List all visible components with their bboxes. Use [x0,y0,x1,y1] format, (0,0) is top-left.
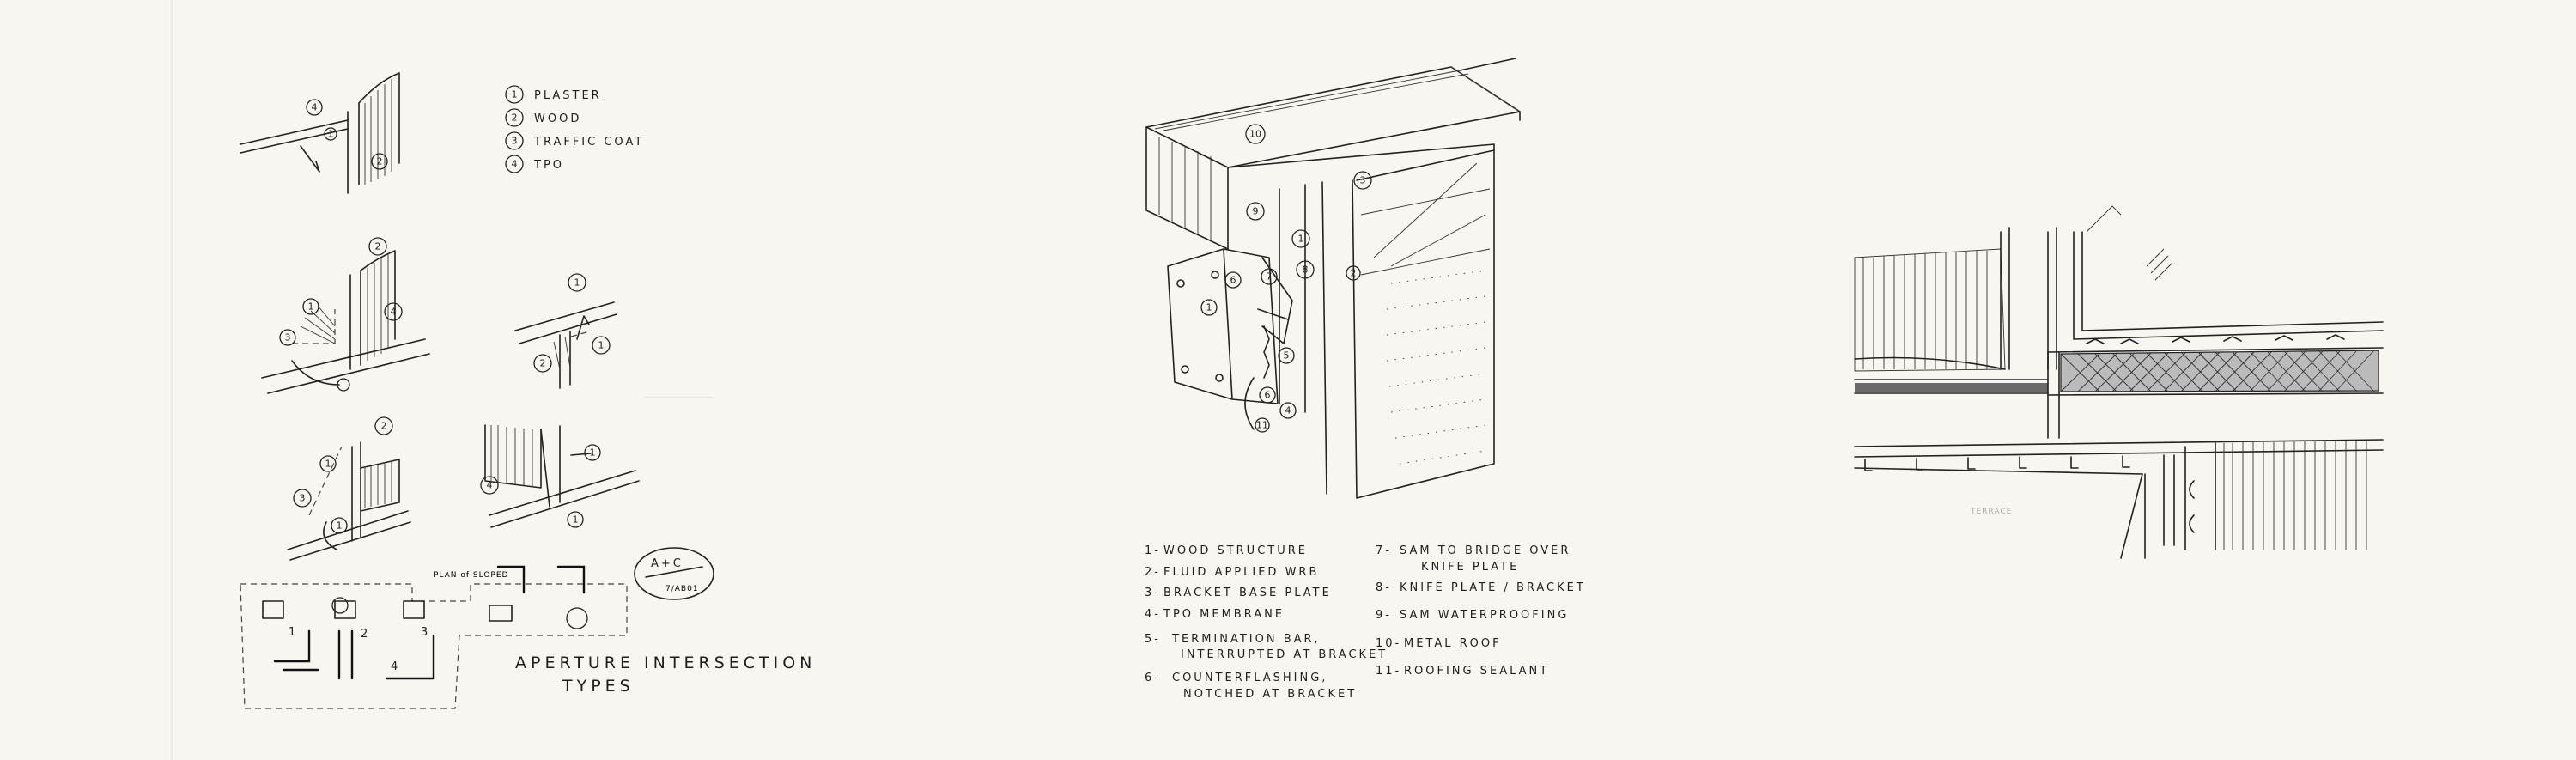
detail-legend-left: 1- WOOD STRUCTURE 2- FLUID APPLIED WRB 3… [1145,544,1388,701]
sketch-num: 3 [285,332,291,344]
sketch-num: 2 [540,358,546,369]
sketch-num: 2 [377,156,383,167]
callout-num: 9 [1253,206,1259,217]
plan-num: 1 [289,626,298,639]
legend-text: TPO MEMBRANE [1163,608,1285,621]
sketch-corner-2: 2 1 3 4 [261,237,430,394]
sketch-num: 3 [300,493,306,504]
legend-text: FLUID APPLIED WRB [1163,566,1319,579]
sketch-num: 1 [328,129,334,140]
sketch-num: 4 [391,307,397,318]
middle-panel: 10 3 9 1 8 2 6 7 1 5 6 4 11 1- WOOD STRU… [1145,58,1586,701]
sketch-num: 1 [598,340,605,351]
legend-text: KNIFE PLATE / BRACKET [1400,581,1586,594]
axonometric-detail: 10 3 9 1 8 2 6 7 1 5 6 4 11 [1145,58,1521,499]
callout-num: 1 [1206,302,1212,313]
sketch-corner-3: 1 1 2 [514,273,617,389]
legend-num: 1- [1145,544,1161,557]
legend-text: COUNTERFLASHING, [1172,672,1327,684]
legend-num: 11- [1376,665,1401,678]
legend-text: INTERRUPTED AT BRACKET [1181,648,1388,661]
legend-text: ROOFING SEALANT [1404,665,1549,678]
legend-text: SAM TO BRIDGE OVER [1400,544,1571,557]
sketch-corner-5: 1 4 1 [480,424,640,528]
reference-stamp: A+C 7/AB01 [634,547,714,600]
callout-num: 8 [1303,264,1309,276]
callout-num: 11 [1256,420,1268,431]
callout-num: 6 [1230,275,1236,286]
sketch-num: 4 [487,480,493,491]
legend-label: PLASTER [534,89,602,102]
legend-num: 4 [512,159,518,170]
callout-num: 5 [1284,350,1290,362]
legend-text: METAL ROOF [1404,637,1502,650]
sketch-num: 2 [375,241,381,252]
legend-label: TRAFFIC COAT [533,136,644,149]
sketch-num: 2 [381,421,387,432]
legend-num: 5- [1145,633,1161,646]
sketch-num: 1 [308,301,314,313]
aperture-title-line1: APERTURE INTERSECTION [515,654,816,672]
stamp-bottom: 7/AB01 [665,585,699,593]
faint-label: TERRACE [1970,508,2012,516]
sketch-num: 1 [590,447,596,459]
legend-num: 8- [1376,581,1392,594]
sketch-num: 1 [574,277,580,289]
stamp-top: A+C [651,557,683,570]
plan-num: 2 [361,628,370,641]
sketch-num: 4 [312,102,318,113]
legend-num: 9- [1376,609,1392,622]
callout-num: 4 [1285,405,1291,416]
left-panel: 4 2 1 1 PLASTER 2 WOOD 3 TRAFFIC COAT 4 … [240,72,816,709]
plan-num: 3 [421,626,430,639]
legend-label: TPO [533,159,564,172]
callout-num: 6 [1265,390,1271,401]
detail-legend-right: 7- SAM TO BRIDGE OVER KNIFE PLATE 8- KNI… [1376,544,1586,678]
aperture-title-line2: TYPES [562,677,635,696]
legend-num: 1 [512,89,518,100]
sketch-num: 1 [337,520,343,532]
right-panel: TERRACE [1854,205,2384,559]
legend-text: KNIFE PLATE [1421,561,1519,574]
legend-text: NOTCHED AT BRACKET [1183,688,1357,701]
plan-note: PLAN of SLOPED [434,571,508,580]
legend-num: 2 [512,112,518,124]
legend-num: 6- [1145,672,1161,684]
sketch-corner-1: 4 2 1 [240,72,400,194]
legend-text: WOOD STRUCTURE [1163,544,1308,557]
legend-num: 3 [512,136,518,147]
plan-num: 4 [391,660,400,673]
sketch-num: 1 [573,514,579,526]
legend-num: 10- [1376,637,1401,650]
legend-text: BRACKET BASE PLATE [1163,587,1332,599]
material-legend: 1 PLASTER 2 WOOD 3 TRAFFIC COAT 4 TPO [505,85,644,173]
legend-label: WOOD [534,112,581,125]
plan-diagram: PLAN of SLOPED 1 2 3 4 [240,565,628,709]
callout-num: 1 [1298,234,1304,245]
legend-text: SAM WATERPROOFING [1400,609,1569,622]
callout-num: 7 [1267,271,1273,283]
sketch-num: 1 [325,459,331,470]
callout-num: 2 [1351,268,1357,279]
legend-text: TERMINATION BAR, [1171,633,1321,646]
legend-num: 2- [1145,566,1161,579]
callout-num: 10 [1249,129,1261,140]
section-detail: TERRACE [1854,205,2384,559]
legend-num: 7- [1376,544,1392,557]
sketch-corner-4: 2 1 3 1 [287,416,411,561]
legend-num: 4- [1145,608,1161,621]
callout-num: 3 [1360,175,1366,186]
legend-num: 3- [1145,587,1161,599]
